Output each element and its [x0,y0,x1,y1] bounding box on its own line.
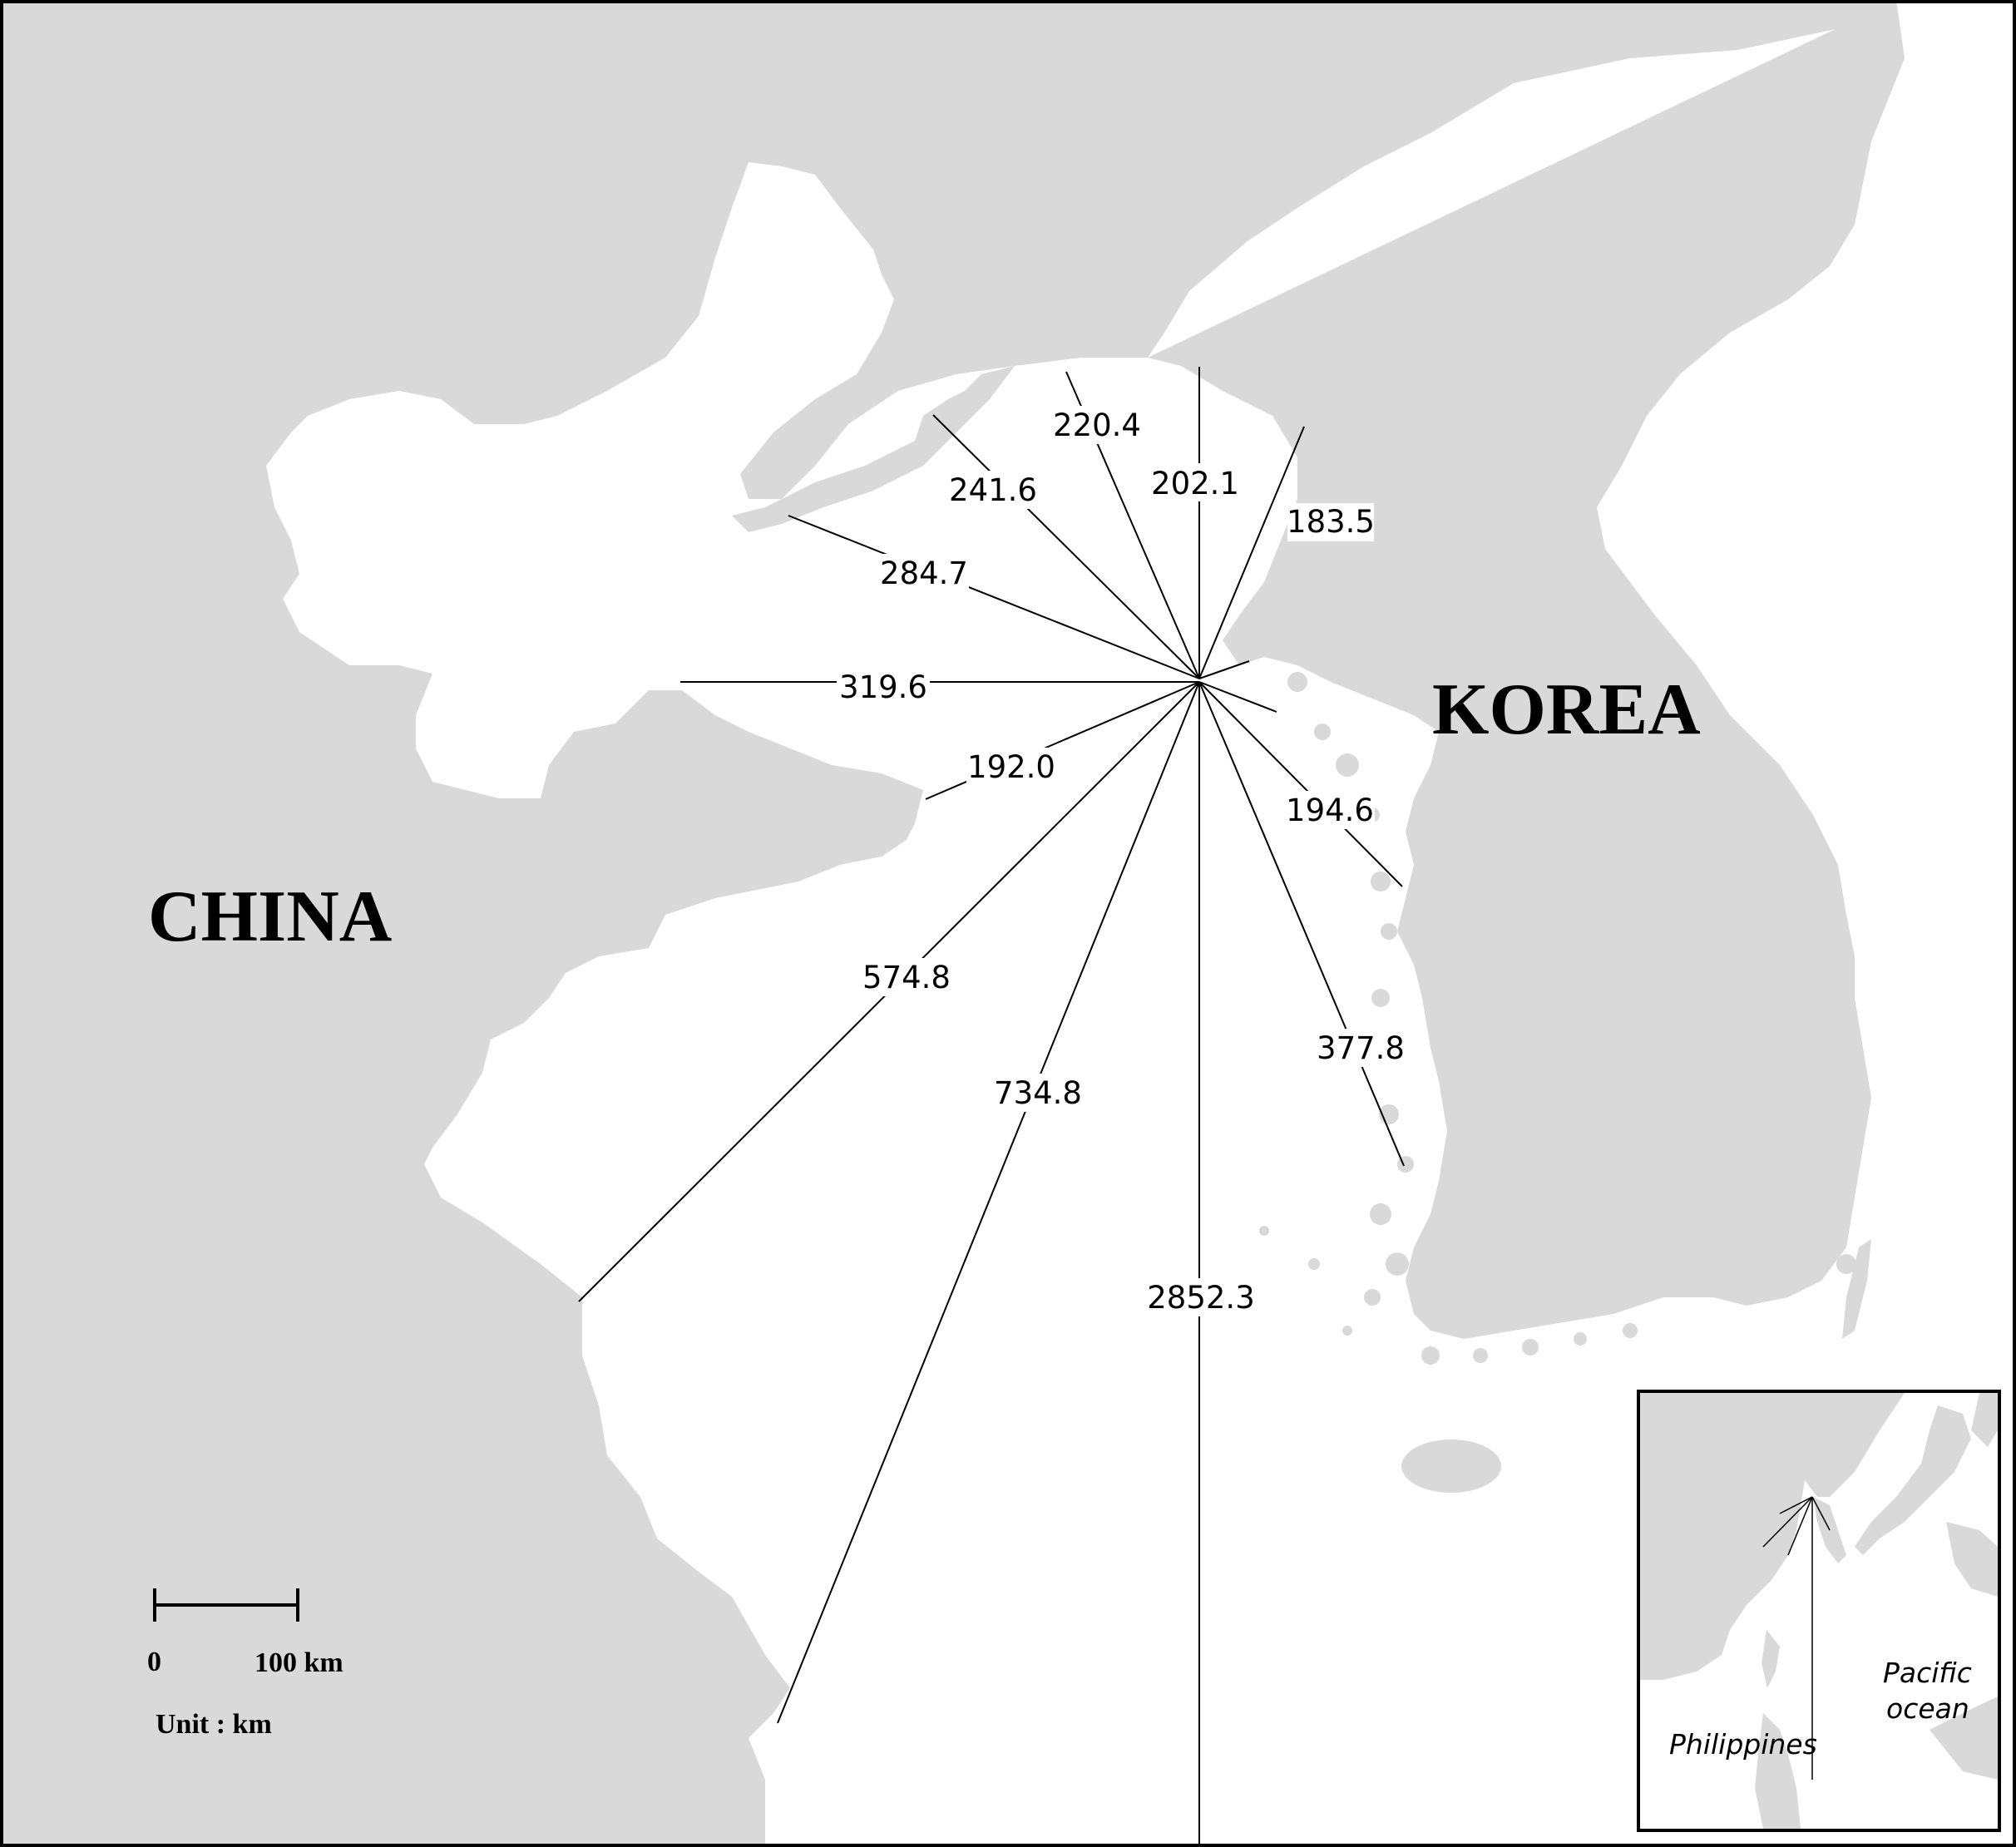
inset-label-pacific: Pacific [1883,1657,1972,1689]
ray-nw [932,414,1200,679]
scale-end-label: 100 km [254,1647,343,1678]
distance-label-wnw: 284.7 [880,556,968,591]
country-label-china: CHINA [148,877,392,957]
inset-label-philippines: Philippines [1669,1728,1817,1761]
distance-label-se: 194.6 [1286,793,1374,828]
ray-e1 [1198,660,1250,679]
korea-landmass [1148,0,1905,1339]
ray-e2 [1198,681,1277,713]
china-landmass [0,0,1896,1847]
ray-wnw [788,515,1200,679]
unit-label: Unit : km [156,1709,272,1740]
tsushima-island [1842,1239,1871,1339]
scale-start-label: 0 [147,1647,161,1677]
island-cluster [1259,672,1856,1365]
distance-label-ssw: 734.8 [994,1075,1082,1111]
ray-sse [1198,681,1405,1167]
ray-se [1198,681,1403,887]
distance-label-n: 202.1 [1151,466,1239,501]
distance-label-sw: 574.8 [862,960,951,995]
inset-label-ocean: ocean [1886,1692,1969,1725]
distance-label-s: 2852.3 [1147,1280,1254,1316]
distance-label-w: 319.6 [839,669,927,705]
distance-label-wsw: 192.0 [967,749,1055,785]
liaodong-peninsula [732,366,1015,532]
distance-label-sse: 377.8 [1317,1030,1405,1066]
jeju-island [1401,1440,1501,1493]
distance-label-nne: 183.5 [1287,504,1375,540]
distance-labels: 202.1 183.5 220.4 241.6 284.7 319.6 192.… [837,406,1406,1316]
distance-label-nw: 241.6 [949,472,1037,508]
distance-label-nnw: 220.4 [1053,407,1141,443]
inset-map: Philippines Pacific ocean [1637,1390,2001,1832]
ray-ssw [777,681,1200,1724]
country-label-korea: KOREA [1432,669,1701,750]
scale-bar: 0 100 km Unit : km [147,1588,343,1740]
ray-nne [1198,426,1305,679]
